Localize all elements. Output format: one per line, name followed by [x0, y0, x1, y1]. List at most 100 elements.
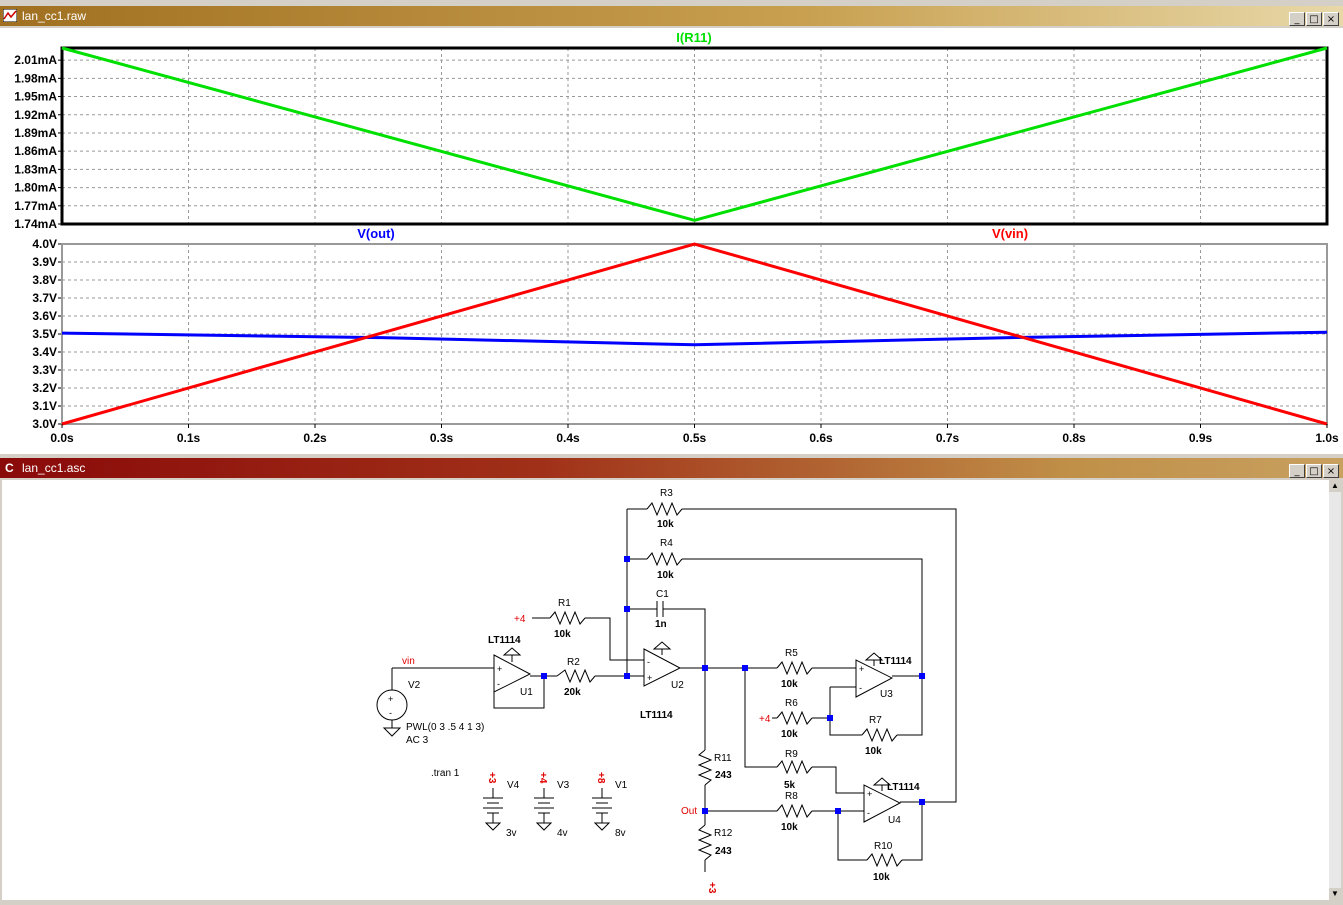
c1-label: C1: [656, 589, 669, 600]
x-tick-label: 0.5s: [683, 431, 707, 445]
v1-value: 8v: [615, 828, 626, 839]
r6-label: R6: [785, 698, 798, 709]
y-tick-label: 1.98mA: [14, 71, 57, 85]
y-tick-label: 3.5V: [32, 327, 57, 341]
x-tick-label: 0.8s: [1062, 431, 1086, 445]
waveform-window-titlebar[interactable]: lan_cc1.raw _□×: [0, 6, 1343, 26]
r2-value: 20k: [564, 687, 581, 698]
u3-plus: +: [859, 664, 864, 674]
scroll-up-icon[interactable]: ▲: [1329, 480, 1341, 492]
schematic-drawing[interactable]: R3 10k R4 10k C1 1n R1 10k +4 LT1114 U1 …: [2, 480, 1329, 900]
r11-label: R11: [714, 753, 732, 764]
junctions: [541, 556, 925, 814]
r1-value: 10k: [554, 629, 571, 640]
v3-value: 4v: [557, 828, 568, 839]
maximize-button[interactable]: □: [1306, 464, 1322, 478]
c1-value: 1n: [655, 619, 667, 630]
r10-value: 10k: [873, 872, 890, 883]
v2-label: V2: [408, 680, 421, 691]
u1-label: U1: [520, 687, 533, 698]
v2-minus: -: [389, 708, 392, 718]
r10-label: R10: [874, 841, 893, 852]
u1-part: LT1114: [488, 635, 521, 646]
waveform-window-title: lan_cc1.raw: [22, 9, 87, 23]
x-tick-label: 0.7s: [936, 431, 960, 445]
y-tick-label: 3.1V: [32, 399, 57, 413]
x-tick-label: 1.0s: [1315, 431, 1339, 445]
v4-net: +3: [486, 772, 497, 784]
x-tick-label: 0.2s: [303, 431, 327, 445]
wires: [376, 501, 957, 872]
y-tick-label: 3.7V: [32, 291, 57, 305]
y-tick-label: 2.01mA: [14, 53, 57, 67]
r4-value: 10k: [657, 570, 674, 581]
u1-minus: -: [497, 679, 500, 689]
svg-text:C: C: [5, 461, 14, 474]
x-tick-label: 0.4s: [556, 431, 580, 445]
v2-plus: +: [388, 694, 393, 704]
v1-net: +8: [595, 772, 606, 784]
scroll-down-icon[interactable]: ▼: [1329, 888, 1341, 900]
x-tick-label: 0.3s: [430, 431, 454, 445]
y-tick-label: 1.74mA: [14, 217, 57, 231]
r9-value: 5k: [784, 780, 796, 791]
u2-plus: +: [647, 673, 652, 683]
r12-label: R12: [714, 828, 733, 839]
close-button[interactable]: ×: [1323, 12, 1339, 26]
series-line: [61, 242, 1328, 426]
y-tick-label: 3.4V: [32, 345, 57, 359]
series-line: [61, 46, 1328, 222]
v4-value: 3v: [506, 828, 517, 839]
u4-part: LT1114: [887, 782, 920, 793]
r5-label: R5: [785, 648, 798, 659]
v1-label: V1: [615, 780, 628, 791]
y-tick-label: 3.6V: [32, 309, 57, 323]
r8-label: R8: [785, 791, 798, 802]
y-tick-label: 1.77mA: [14, 199, 57, 213]
u3-label: U3: [880, 689, 893, 700]
schematic-icon: C: [5, 461, 14, 474]
y-tick-label: 1.86mA: [14, 144, 57, 158]
y-tick-label: 3.2V: [32, 381, 57, 395]
v3-label: V3: [557, 780, 570, 791]
tran-directive: .tran 1: [431, 768, 460, 779]
r8-value: 10k: [781, 822, 798, 833]
schematic-window: C lan_cc1.asc _□×: [0, 458, 1343, 902]
u2-label: U2: [671, 680, 684, 691]
x-tick-label: 0.6s: [809, 431, 833, 445]
plot-frame: [60, 46, 1329, 226]
x-tick-label: 0.9s: [1189, 431, 1213, 445]
schematic-window-title: lan_cc1.asc: [22, 461, 86, 475]
r6-value: 10k: [781, 729, 798, 740]
r5-value: 10k: [781, 679, 798, 690]
schematic-canvas[interactable]: R3 10k R4 10k C1 1n R1 10k +4 LT1114 U1 …: [2, 480, 1329, 900]
u2-part: LT1114: [640, 710, 673, 721]
out-net: Out: [681, 806, 697, 817]
v3-net: +4: [537, 772, 548, 784]
x-tick-label: 0.0s: [50, 431, 74, 445]
v4-label: V4: [507, 780, 520, 791]
minimize-button[interactable]: _: [1289, 12, 1305, 26]
u1-plus: +: [497, 664, 502, 674]
minimize-button[interactable]: _: [1289, 464, 1305, 478]
r3-value: 10k: [657, 519, 674, 530]
schematic-window-titlebar[interactable]: C lan_cc1.asc _□×: [0, 458, 1343, 478]
u3-part: LT1114: [879, 656, 912, 667]
y-tick-label: 3.0V: [32, 417, 57, 431]
legend-label: I(R11): [676, 30, 711, 45]
u3-minus: -: [859, 683, 862, 693]
plus4-net-b: +4: [759, 714, 771, 725]
v2-ac: AC 3: [406, 735, 429, 746]
vertical-scrollbar[interactable]: ▲ ▼: [1329, 480, 1341, 900]
pin-signs: + - - + + - + - + -: [388, 657, 872, 818]
r9-label: R9: [785, 749, 798, 760]
u4-minus: -: [867, 808, 870, 818]
component-labels: R3 10k R4 10k C1 1n R1 10k +4 LT1114 U1 …: [402, 488, 920, 894]
close-button[interactable]: ×: [1323, 464, 1339, 478]
v2-pwl: PWL(0 3 .5 4 1 3): [406, 722, 484, 733]
u2-minus: -: [647, 657, 650, 667]
waveform-plots[interactable]: 2.01mA1.98mA1.95mA1.92mA1.89mA1.86mA1.83…: [0, 28, 1343, 454]
maximize-button[interactable]: □: [1306, 12, 1322, 26]
